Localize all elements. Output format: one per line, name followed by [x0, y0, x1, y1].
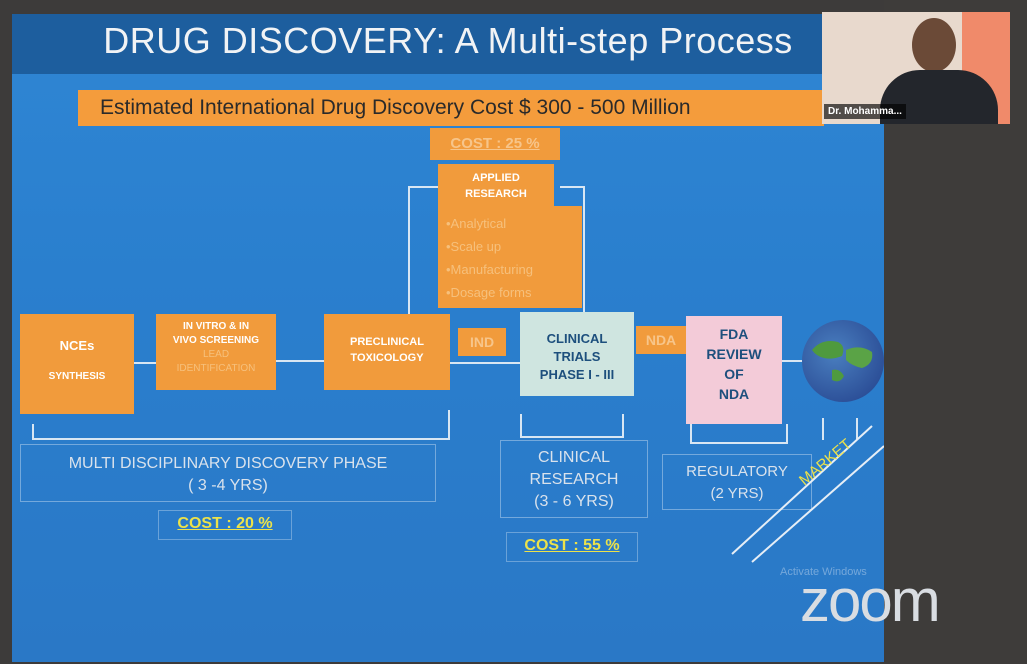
globe-continents-icon [812, 341, 873, 382]
clinical-research-line1: CLINICAL [537, 449, 611, 466]
market-diagonal-lines [731, 425, 884, 563]
nces-synthesis-box: NCEs SYNTHESIS [20, 314, 134, 414]
nda-label: NDA [636, 326, 686, 354]
fda-line3: OF [724, 366, 744, 382]
clinical-research-line3: (3 - 6 YRS) [534, 493, 614, 510]
regulatory-line2: (2 YRS) [710, 485, 764, 502]
in-vitro-line3: LEAD [202, 349, 230, 360]
bracket-line [32, 424, 34, 438]
presentation-slide: DRUG DISCOVERY: A Multi-step Process Est… [12, 14, 884, 662]
in-vitro-line4: IDENTIFICATION [176, 363, 256, 374]
clinical-research-label: CLINICAL RESEARCH (3 - 6 YRS) [500, 440, 648, 518]
connector-line [408, 186, 438, 188]
preclinical-line2: TOXICOLOGY [350, 352, 424, 364]
participant-name-label: Dr. Mohamma... [824, 104, 906, 119]
applied-research-cost: COST : 25 % [430, 128, 560, 160]
connector-line [560, 186, 585, 188]
clinical-trials-line2: TRIALS [553, 349, 601, 364]
clinical-trials-box: CLINICAL TRIALS PHASE I - III [520, 312, 634, 396]
arrow-line [134, 362, 156, 364]
applied-item-dosage-forms: •Dosage forms [446, 285, 532, 300]
slide-title: DRUG DISCOVERY: A Multi-step Process [103, 20, 793, 61]
bracket-line [786, 424, 788, 444]
connector-line [408, 186, 410, 314]
bracket-line [448, 410, 450, 440]
arrow-line [450, 362, 520, 364]
applied-research-list: •Analytical •Scale up •Manufacturing •Do… [438, 206, 582, 308]
bracket-line [822, 418, 824, 440]
nces-label: NCEs [59, 338, 95, 353]
applied-item-manufacturing: •Manufacturing [446, 262, 533, 277]
clinical-trials-line3: PHASE I - III [539, 367, 615, 382]
title-bar [12, 14, 884, 74]
in-vitro-line1: IN VITRO & IN [182, 321, 250, 332]
clinical-cost: COST : 55 % [506, 532, 638, 562]
participant-head [912, 18, 956, 72]
zoom-logo: zoom [800, 567, 941, 634]
bracket-line [856, 418, 858, 440]
arrow-line [276, 360, 324, 362]
synthesis-label: SYNTHESIS [48, 371, 106, 382]
preclinical-line1: PRECLINICAL [350, 336, 424, 348]
ind-label: IND [458, 328, 506, 356]
bracket-line [690, 442, 788, 444]
fda-review-box: FDA REVIEW OF NDA [686, 316, 782, 424]
in-vitro-screening-box: IN VITRO & IN VIVO SCREENING LEAD IDENTI… [156, 314, 276, 390]
clinical-trials-line1: CLINICAL [546, 331, 608, 346]
participant-video[interactable]: Dr. Mohamma... [822, 12, 1010, 124]
fda-line1: FDA [719, 326, 749, 342]
fda-line2: REVIEW [706, 346, 762, 362]
globe-icon [802, 320, 884, 402]
arrow-line [782, 360, 802, 362]
cost-banner: Estimated International Drug Discovery C… [78, 90, 824, 126]
applied-research-title-1: APPLIED [472, 172, 520, 184]
in-vitro-line2: VIVO SCREENING [172, 335, 260, 346]
applied-item-analytical: •Analytical [446, 216, 507, 231]
bracket-line [622, 414, 624, 438]
regulatory-line1: REGULATORY [686, 463, 788, 480]
bracket-line [520, 414, 522, 438]
activate-windows-watermark: Activate Windows [780, 566, 867, 578]
regulatory-label: REGULATORY (2 YRS) [662, 454, 812, 510]
applied-item-scale-up: •Scale up [446, 239, 502, 254]
bracket-line [690, 424, 692, 444]
discovery-phase-line2: ( 3 -4 YRS) [188, 477, 268, 494]
preclinical-toxicology-box: PRECLINICAL TOXICOLOGY [324, 314, 450, 390]
discovery-phase-line1: MULTI DISCIPLINARY DISCOVERY PHASE [68, 455, 388, 472]
applied-research-title-2: RESEARCH [465, 188, 527, 200]
bracket-line [32, 438, 450, 440]
fda-line4: NDA [718, 386, 750, 402]
connector-line [583, 186, 585, 314]
clinical-research-line2: RESEARCH [529, 471, 619, 488]
bracket-line [520, 436, 624, 438]
discovery-cost: COST : 20 % [158, 510, 292, 540]
applied-research-header: APPLIED RESEARCH [438, 164, 554, 208]
discovery-phase-label: MULTI DISCIPLINARY DISCOVERY PHASE ( 3 -… [20, 444, 436, 502]
